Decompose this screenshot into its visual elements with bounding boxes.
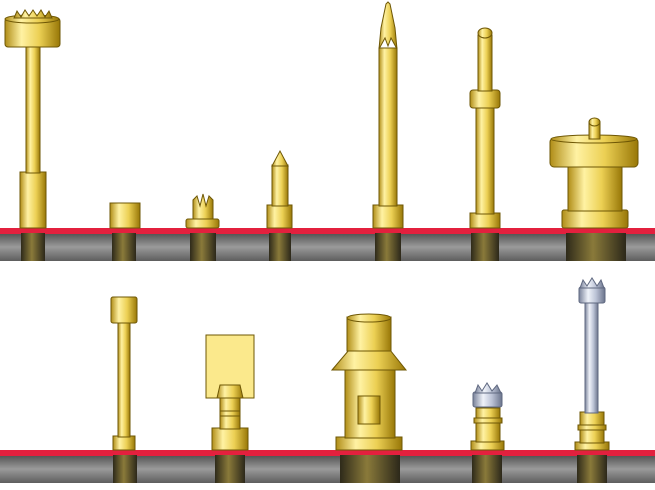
- red-contact-line: [0, 228, 655, 234]
- probe-short-silver-crown: [470, 382, 505, 483]
- probe-long-silver-crown: [574, 277, 610, 483]
- board-strip: [0, 233, 655, 261]
- probe-spear-short: [266, 149, 293, 261]
- bottom-board: [0, 450, 655, 483]
- probe-slim-cup: [110, 296, 138, 483]
- probe-cone-collar: [330, 313, 408, 483]
- probe-crown-head: [4, 9, 61, 261]
- probe-flat-paddle: [205, 334, 255, 483]
- probe-stepped-pin: [469, 27, 501, 261]
- top-board: [0, 228, 655, 261]
- probe-serrated-short: [185, 193, 220, 261]
- probe-short-cylinder: [109, 202, 141, 261]
- probe-large-mushroom: [549, 117, 639, 261]
- probe-spear-long: [372, 1, 404, 261]
- board-strip: [0, 455, 655, 483]
- red-contact-line: [0, 450, 655, 456]
